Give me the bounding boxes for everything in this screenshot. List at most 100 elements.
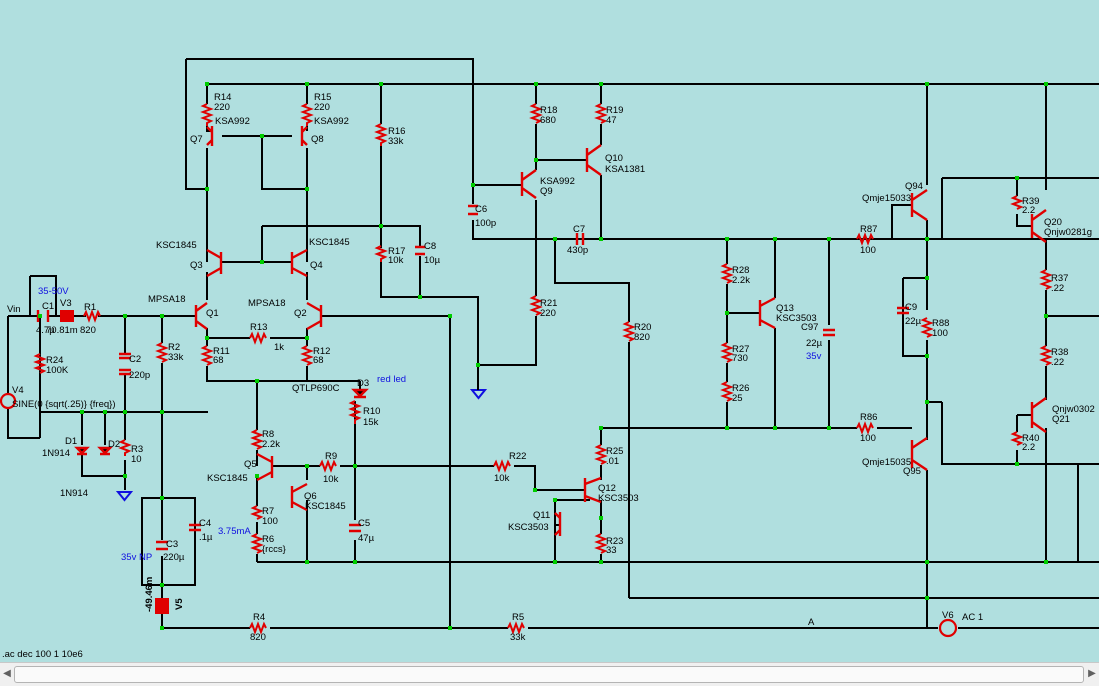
r7-value: 100 xyxy=(262,516,278,527)
r26-ref: R26 xyxy=(732,383,749,394)
r18-ref: R18 xyxy=(540,105,557,116)
r88-ref: R88 xyxy=(932,318,949,329)
r25-value: .01 xyxy=(606,456,619,467)
r18-value: 680 xyxy=(540,115,556,126)
r3-value: 10 xyxy=(131,454,142,465)
d2-part: 1N914 xyxy=(60,488,88,499)
r1-ref: R1 xyxy=(84,302,96,313)
c6-value: 100p xyxy=(475,218,496,229)
schematic-drawing: R14 220 R15 220 KSA992 Q7 KSA992 Q8 R16 … xyxy=(0,58,1099,660)
r88-value: 100 xyxy=(932,328,948,339)
q10-part: KSA1381 xyxy=(605,164,645,175)
v3-ref: V3 xyxy=(60,298,72,309)
r12-ref: R12 xyxy=(313,346,330,357)
c8-ref: C8 xyxy=(424,241,436,252)
c5-ref: C5 xyxy=(358,518,370,529)
r20-ref: R20 xyxy=(634,322,651,333)
r1-value: 820 xyxy=(80,325,96,336)
horizontal-scrollbar[interactable]: ◀ ▶ xyxy=(0,662,1099,686)
r38-value: .22 xyxy=(1051,357,1064,368)
r25-ref: R25 xyxy=(606,446,623,457)
c6-ref: C6 xyxy=(475,204,487,215)
q1-part: MPSA18 xyxy=(148,294,186,305)
c1-value: 4.7µ xyxy=(36,325,55,336)
scroll-left-arrow-icon[interactable]: ◀ xyxy=(3,668,11,679)
r16-value: 33k xyxy=(388,136,404,147)
q12-ref: Q12 xyxy=(598,483,616,494)
q7-part: KSA992 xyxy=(215,116,250,127)
q11-ref: Q11 xyxy=(533,510,550,521)
q7-ref: Q7 xyxy=(190,134,203,145)
capacitors xyxy=(36,204,909,551)
r23-value: 33 xyxy=(606,545,617,556)
r16-ref: R16 xyxy=(388,126,405,137)
r21-ref: R21 xyxy=(540,298,557,309)
r20-value: 820 xyxy=(634,332,650,343)
r40-value: 2.2 xyxy=(1022,442,1035,453)
r27-ref: R27 xyxy=(732,344,749,355)
scroll-right-arrow-icon[interactable]: ▶ xyxy=(1088,668,1096,679)
c3-value: 220µ xyxy=(163,552,185,563)
r37-value: .22 xyxy=(1051,283,1064,294)
scrollbar-thumb[interactable] xyxy=(14,666,1084,683)
q11-part: KSC3503 xyxy=(508,522,549,533)
q2-ref: Q2 xyxy=(294,308,307,319)
r13-value: 1k xyxy=(274,342,284,353)
c4-ref: C4 xyxy=(199,518,211,529)
q20-part: Qnjw0281g xyxy=(1044,227,1092,238)
d2-ref: D2 xyxy=(108,439,120,450)
d3-part: QTLP690C xyxy=(292,383,340,394)
r86-value: 100 xyxy=(860,433,876,444)
q13-ref: Q13 xyxy=(776,303,794,314)
q10-ref: Q10 xyxy=(605,153,623,164)
q20-ref: Q20 xyxy=(1044,217,1062,228)
d3-ref: D3 xyxy=(357,378,369,389)
c3-rating: 35v NP xyxy=(121,552,152,563)
q13-part: KSC3503 xyxy=(776,313,817,324)
r22-ref: R22 xyxy=(509,451,526,462)
r37-ref: R37 xyxy=(1051,273,1068,284)
r17-ref: R17 xyxy=(388,246,405,257)
r8-value: 2.2k xyxy=(262,439,280,450)
r5-value: 33k xyxy=(510,632,526,643)
c4-value: .1µ xyxy=(199,532,213,543)
r9-value: 10k xyxy=(323,474,339,485)
sim-directive: .ac dec 100 1 10e6 xyxy=(2,649,83,660)
v3-value: 70.81m xyxy=(46,325,78,336)
r3-ref: R3 xyxy=(131,444,143,455)
v6-ref: V6 xyxy=(942,610,954,621)
net-a-label: A xyxy=(808,617,815,628)
vin-label: Vin xyxy=(7,304,21,315)
c3-ref: C3 xyxy=(166,539,178,550)
q1-ref: Q1 xyxy=(206,308,219,319)
r38-ref: R38 xyxy=(1051,347,1068,358)
c2-ref: C2 xyxy=(129,354,141,365)
r39-ref: R39 xyxy=(1022,196,1039,207)
r87-ref: R87 xyxy=(860,224,877,235)
c2-value: 220p xyxy=(129,370,150,381)
q2-part: MPSA18 xyxy=(248,298,286,309)
c7-value: 430p xyxy=(567,245,588,256)
d1-part: 1N914 xyxy=(42,448,70,459)
q6-part: KSC1845 xyxy=(305,501,346,512)
q4-ref: Q4 xyxy=(310,260,323,271)
schematic-canvas[interactable]: R14 220 R15 220 KSA992 Q7 KSA992 Q8 R16 … xyxy=(0,0,1099,662)
q95-ref: Q95 xyxy=(903,466,921,477)
v4-ref: V4 xyxy=(12,385,24,396)
r10-ref: R10 xyxy=(363,406,380,417)
q3-ref: Q3 xyxy=(190,260,203,271)
c97-value: 22µ xyxy=(806,338,823,349)
r11-value: 68 xyxy=(213,355,224,366)
q9-part: KSA992 xyxy=(540,176,575,187)
c1-ref: C1 xyxy=(42,301,54,312)
r11-ref: R11 xyxy=(213,346,230,357)
q12-part: KSC3503 xyxy=(598,493,639,504)
r24-value: 100K xyxy=(46,365,69,376)
transistors xyxy=(194,126,1047,536)
r15-value: 220 xyxy=(314,102,330,113)
r17-value: 10k xyxy=(388,255,404,266)
q94-ref: Q94 xyxy=(905,181,923,192)
r7-ref: R7 xyxy=(262,506,274,517)
component-labels: R14 220 R15 220 KSA992 Q7 KSA992 Q8 R16 … xyxy=(2,92,1095,660)
r24-ref: R24 xyxy=(46,355,63,366)
